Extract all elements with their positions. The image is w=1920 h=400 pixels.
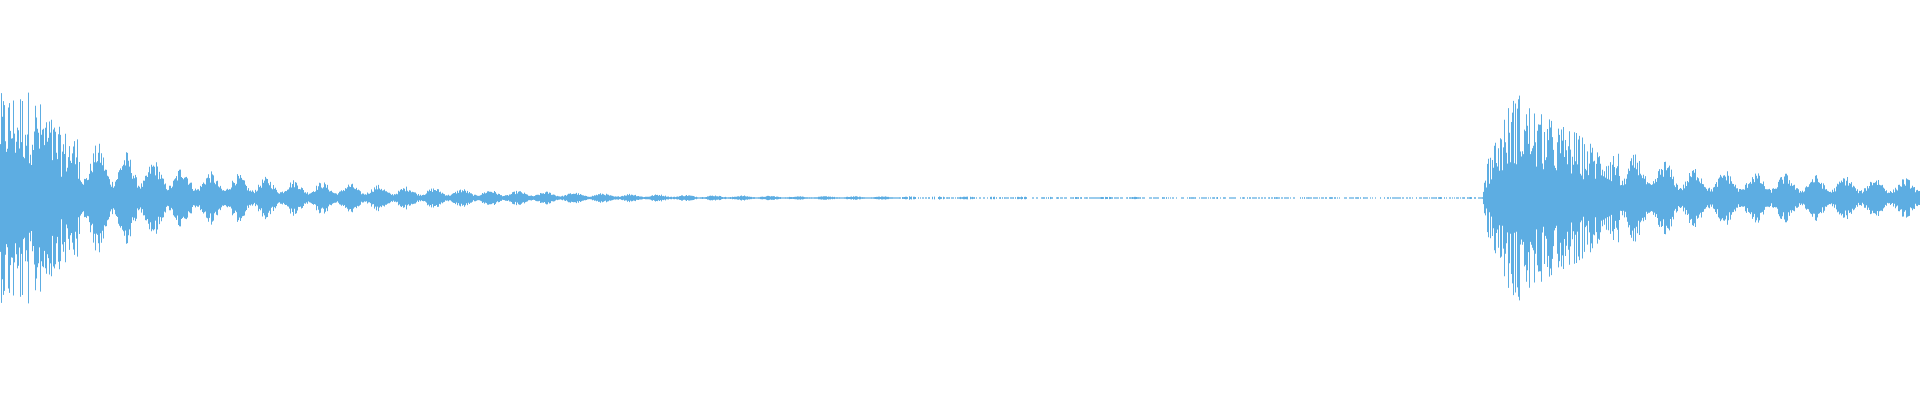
waveform-path <box>0 92 1920 304</box>
